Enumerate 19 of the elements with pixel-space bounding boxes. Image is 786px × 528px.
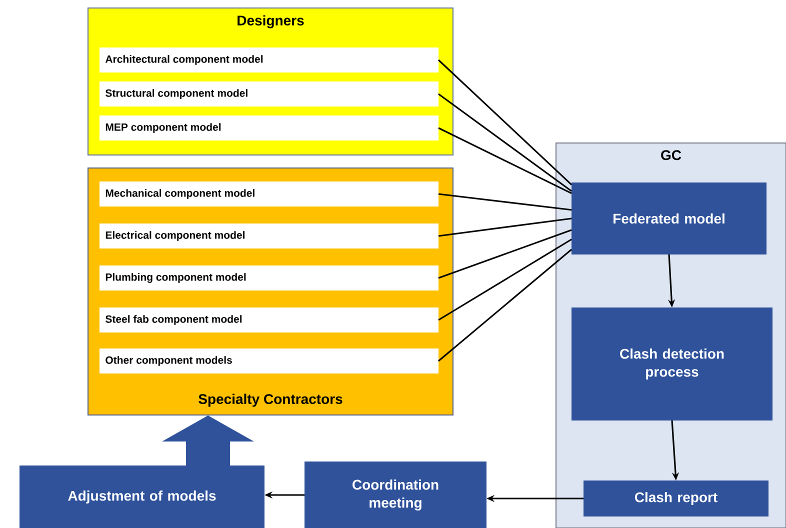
model-box: MEP component model [100, 116, 438, 140]
connector-line [438, 93, 572, 192]
process-box: Clash detection process [572, 308, 772, 420]
connector-line [438, 238, 572, 321]
model-box: Steel fab component model [100, 308, 438, 332]
process-box: Clash report [584, 480, 768, 516]
process-box: Coordination meeting [304, 462, 486, 528]
model-box: Other component models [100, 348, 438, 374]
model-box: Mechanical component model [100, 182, 438, 206]
model-box: Electrical component model [100, 224, 438, 248]
connector-line [438, 59, 572, 186]
block-arrow [162, 416, 254, 466]
connector-line [438, 248, 572, 362]
process-box: Adjustment of models [20, 466, 264, 528]
model-box: Structural component model [100, 82, 438, 106]
process-box: Federated model [572, 182, 766, 254]
model-box: Plumbing component model [100, 266, 438, 290]
connector-line [438, 127, 572, 194]
model-box: Architectural component model [100, 48, 438, 72]
